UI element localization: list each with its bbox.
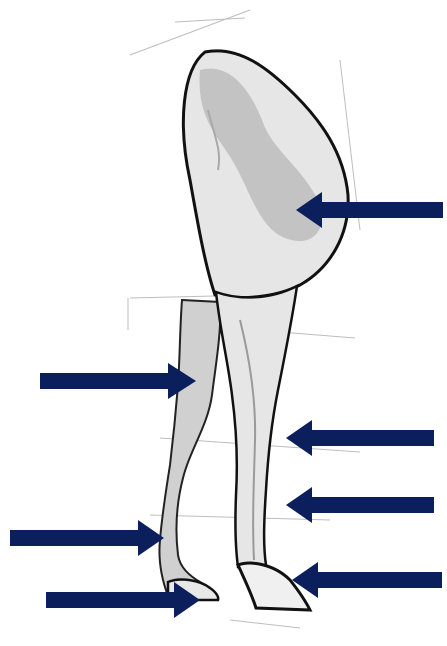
horse-hind-legs-diagram: [0, 0, 447, 646]
